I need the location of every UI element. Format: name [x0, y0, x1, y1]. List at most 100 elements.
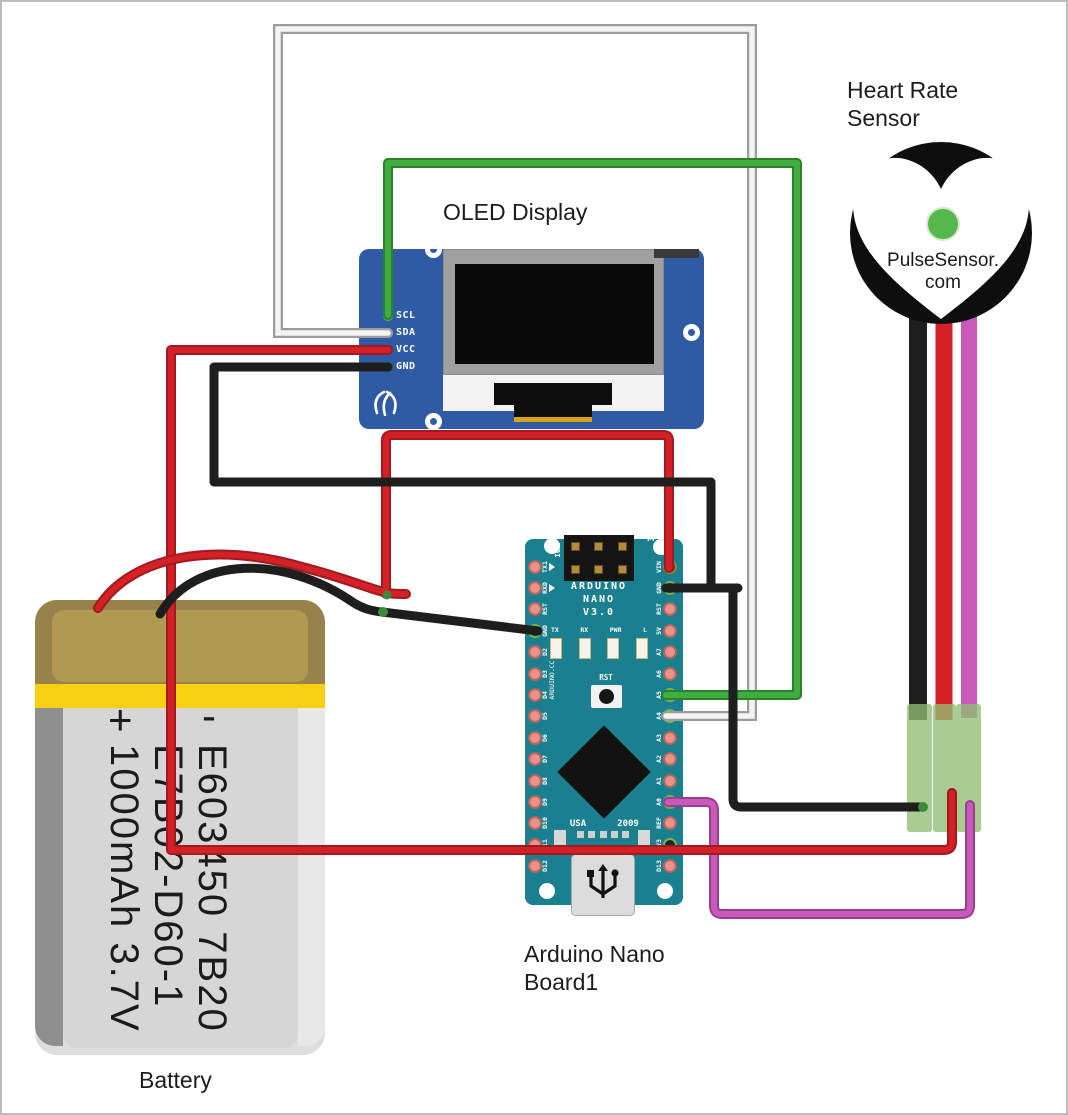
battery-text-line: E603450 7B20	[190, 744, 234, 1033]
oled-mount-hole	[425, 241, 442, 258]
nano-pin-label: RST	[541, 603, 549, 616]
sensor-heart-face	[853, 157, 1029, 319]
sensor-body	[850, 142, 1032, 324]
nano-pin-label: D12	[541, 860, 549, 873]
wire-signal-outline	[663, 797, 975, 919]
nano-mount-hole	[657, 883, 673, 899]
battery-right-edge	[298, 708, 325, 1046]
icsp-header	[564, 535, 634, 581]
arduino-nano-label-line2: Board1	[524, 969, 599, 995]
oled-ribbon-connector	[494, 383, 612, 405]
usa-label: USA	[569, 819, 587, 829]
mini-usb-connector	[571, 854, 635, 916]
nano-led-label: PWR	[609, 626, 622, 634]
usb-mount-pad	[638, 830, 650, 846]
reset-button-cap	[599, 689, 614, 704]
nano-led-label: RX	[580, 626, 589, 634]
junction-dot	[382, 590, 392, 600]
battery-left-edge	[35, 708, 63, 1046]
nano-leds	[550, 638, 648, 659]
oled-pin-dot	[383, 327, 393, 338]
oled-screen	[455, 264, 654, 364]
oled-pin-label: SDA	[396, 327, 416, 339]
icsp-label: ICSP	[554, 540, 562, 558]
oled-display-frame	[443, 249, 664, 375]
oled-pin-dot	[383, 310, 393, 321]
battery-gold-inner	[52, 610, 308, 682]
sensor-brand-line2: com	[925, 272, 961, 293]
oled-pin-label: VCC	[396, 344, 416, 356]
nano-pin-label: A7	[654, 648, 663, 657]
nano-pin-label: D13	[655, 860, 663, 873]
nano-pin-label: D10	[541, 817, 549, 830]
oled-pin-label: GND	[396, 361, 416, 373]
usb-icon	[587, 864, 619, 898]
oled-display-label: OLED Display	[443, 199, 588, 225]
nano-led-label: L	[643, 626, 647, 634]
seeed-logo-icon	[374, 390, 397, 416]
nano-pin-label: 5V	[654, 626, 663, 635]
battery-yellow-band	[35, 684, 325, 708]
nano-pin-label: D8	[540, 776, 549, 785]
battery-plus-sign: +	[108, 696, 133, 743]
nano-pin-label: D7	[540, 755, 549, 764]
nano-pin-label: RXD	[541, 582, 549, 594]
nano-pin-label: A5	[654, 691, 663, 699]
nano-pin-label: A4	[654, 712, 663, 721]
connector-sleeve	[907, 704, 932, 832]
sensor-brand-line1: PulseSensor.	[887, 250, 999, 271]
nano-pin-label: REF	[655, 817, 663, 830]
oled-ribbon-gold-edge	[514, 417, 592, 422]
nano-pin-label: D11	[541, 838, 549, 851]
reset-label: RST	[599, 673, 613, 682]
nano-pin-label: GND	[655, 582, 663, 594]
oled-pin-dot	[383, 361, 393, 372]
nano-pin-label: D9	[540, 798, 549, 806]
junction-dot	[378, 607, 388, 617]
nano-pin-label: A0	[654, 798, 663, 806]
arduino-nano-label-line1: Arduino Nano	[524, 941, 665, 967]
nano-pin-label: D6	[540, 733, 549, 742]
nano-pin-hole	[528, 859, 542, 874]
oled-pin-holes	[383, 307, 393, 375]
nano-pin-label: TX1	[541, 560, 549, 573]
connector-sleeve	[933, 704, 956, 832]
oled-pin-labels: SCL SDA VCC GND	[396, 307, 416, 375]
nano-title: ARDUINO NANO V3.0	[549, 580, 649, 619]
nano-title-line: ARDUINO	[570, 581, 628, 592]
nano-title-line: NANO	[582, 594, 616, 605]
nano-pin-label: 3V3	[655, 838, 663, 851]
heart-rate-sensor-label: Heart Rate Sensor	[847, 76, 958, 132]
pin1-marker: 1	[647, 536, 657, 542]
battery-label: Battery	[139, 1067, 212, 1093]
oled-pin-label: SCL	[396, 310, 416, 322]
year-label: 2009	[617, 819, 639, 829]
connector-sleeve	[956, 704, 981, 832]
nano-pin-label: GND	[541, 624, 549, 637]
battery-text-line: E7B02-D60-1	[146, 744, 190, 1009]
oled-module: SCL SDA VCC GND	[359, 241, 704, 430]
nano-pin-label: A6	[654, 669, 663, 678]
nano-pin-label: A2	[654, 755, 663, 764]
wire-signal-core	[665, 799, 973, 917]
nano-mount-hole	[539, 883, 555, 899]
oled-mount-hole	[683, 324, 700, 341]
mcu-chip	[557, 725, 651, 819]
nano-pin-label: VIN	[655, 560, 663, 573]
arduino-nano-label: Arduino Nano Board1	[524, 940, 665, 996]
nano-title-line: V3.0	[582, 607, 616, 618]
nano-pin-label: RST	[655, 603, 663, 616]
arduino-cc-label: ARDUINO.CC	[548, 660, 556, 700]
nano-pin-label: D5	[540, 712, 549, 721]
heart-rate-sensor-label-line1: Heart Rate	[847, 77, 959, 103]
wire-gnd-to-sensor	[728, 583, 925, 812]
heart-rate-sensor-label-line2: Sensor	[847, 105, 920, 131]
nano-pin-label: A1	[654, 776, 663, 785]
junction-dot	[918, 802, 928, 812]
